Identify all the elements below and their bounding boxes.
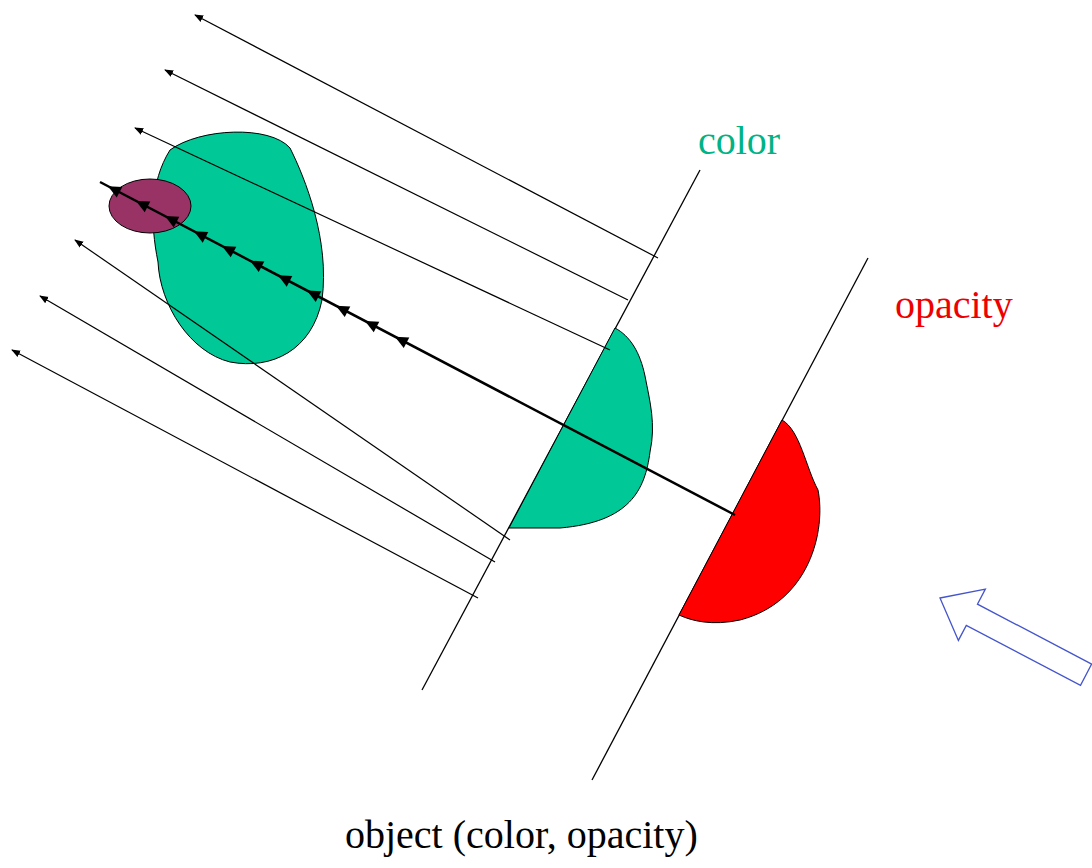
sample-arrowhead: [105, 181, 122, 198]
color-transfer-shape: [509, 328, 653, 528]
sample-arrowhead: [333, 300, 350, 317]
opacity-plane: [592, 258, 868, 780]
sample-arrowhead: [304, 285, 321, 302]
object-caption: object (color, opacity): [345, 812, 698, 858]
opacity-transfer-shape: [679, 420, 820, 623]
sample-arrowhead: [219, 241, 236, 258]
sample-arrowhead: [392, 331, 409, 348]
plane-label: color: [698, 118, 780, 164]
sampled-ray: [100, 182, 735, 515]
sample-arrowhead: [133, 196, 150, 213]
sample-arrowhead: [362, 316, 379, 333]
view-direction-arrow: [927, 572, 1092, 700]
volume-object: [153, 132, 324, 364]
sample-arrowhead: [162, 211, 179, 228]
sample-arrowhead: [191, 226, 208, 243]
plane-label: opacity: [895, 282, 1013, 328]
sample-arrowheads: [105, 181, 409, 348]
color-plane: [422, 170, 700, 690]
sample-arrowhead: [247, 255, 264, 272]
sample-arrowhead: [275, 270, 292, 287]
